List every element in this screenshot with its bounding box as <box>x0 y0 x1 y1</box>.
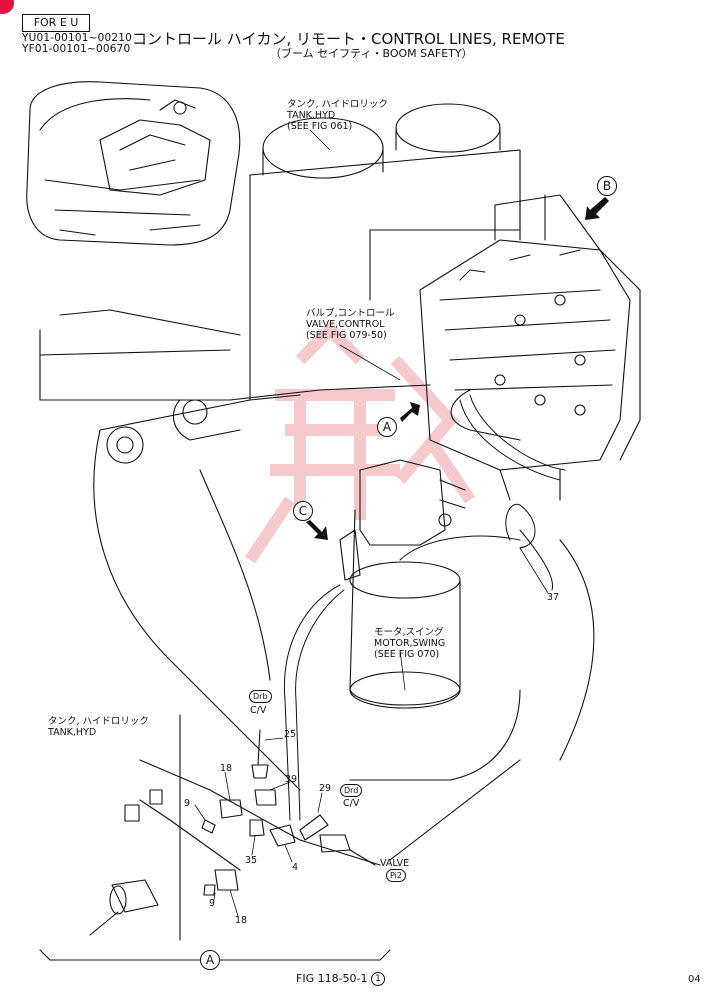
callout-line: (SEE FIG 061) <box>287 121 353 132</box>
callout-line: モータ,スイング <box>374 627 444 638</box>
part-number-25: 25 <box>284 729 297 740</box>
part-number-29: 29 <box>319 783 332 794</box>
callout-line: (SEE FIG 070) <box>374 649 440 660</box>
port-tag-drb: Drb <box>249 690 272 703</box>
callout-tank-hyd-detail: タンク, ハイドロリック TANK,HYD <box>48 716 149 738</box>
view-marker-a: A <box>377 417 397 437</box>
swing-motor-assembly <box>339 459 466 709</box>
part-number-9-top: 9 <box>184 798 191 809</box>
sheet-mark: 1 <box>371 972 386 986</box>
arrow-a-icon <box>400 402 420 422</box>
part-number-9-bottom: 9 <box>209 898 216 909</box>
arrow-c-icon <box>306 520 328 540</box>
part-number-39: 39 <box>285 774 298 785</box>
port-tag-drd: Drd <box>340 784 363 797</box>
control-valve-assembly <box>419 194 641 501</box>
hydraulic-tank-outline <box>249 103 521 401</box>
page-subtitle: （ブーム セイフティ・BOOM SAFETY） <box>270 47 473 60</box>
arrow-b-icon <box>585 197 609 220</box>
part-number-18-top: 18 <box>220 763 233 774</box>
cv-label-lower: C/V <box>343 798 360 809</box>
part-number-35: 35 <box>245 855 258 866</box>
callout-line: タンク, ハイドロリック <box>48 716 149 727</box>
detail-a-hose-assembly <box>39 714 391 961</box>
machine-overview-inset <box>26 81 241 246</box>
pilot-hose-lines <box>283 394 566 821</box>
market-label-box: FOR E U <box>22 14 90 32</box>
detail-marker-a: A <box>200 950 220 970</box>
part-number-18-bottom: 18 <box>235 915 248 926</box>
callout-line: タンク, ハイドロリック <box>287 99 388 110</box>
part-number-37: 37 <box>547 592 560 603</box>
market-label: FOR E U <box>33 16 79 29</box>
port-tag-pi2: Pi2 <box>386 869 406 882</box>
callout-line: TANK,HYD <box>287 110 336 121</box>
callout-leader-lines <box>194 129 549 917</box>
boom-frame-outline <box>39 309 595 861</box>
page-title: コントロール ハイカン, リモート・CONTROL LINES, REMOTE <box>132 30 565 48</box>
part-number-4: 4 <box>292 862 299 873</box>
view-marker-c: C <box>293 501 313 521</box>
view-direction-arrows <box>306 197 609 540</box>
serial-range-1: YU01-00101~00210 <box>22 32 133 44</box>
figure-code: FIG 118-50-1 <box>296 972 368 985</box>
callout-line: バルブ,コントロール <box>306 308 395 319</box>
callout-tank-hyd-top: タンク, ハイドロリック TANK,HYD (SEE FIG 061) <box>287 99 388 132</box>
callout-line: MOTOR,SWING <box>374 638 446 649</box>
callout-line: VALVE,CONTROL <box>306 319 385 330</box>
callout-line: TANK,HYD <box>48 727 97 738</box>
figure-number: FIG 118-50-1 1 <box>296 972 386 986</box>
callout-line: (SEE FIG 079-50) <box>306 330 387 341</box>
valve-label: VALVE <box>380 858 410 869</box>
page-number: 04 <box>688 974 701 985</box>
corner-tab-mark <box>0 0 14 14</box>
callout-valve-control: バルブ,コントロール VALVE,CONTROL (SEE FIG 079-50… <box>306 308 395 341</box>
view-marker-b: B <box>597 176 617 196</box>
callout-motor-swing: モータ,スイング MOTOR,SWING (SEE FIG 070) <box>374 627 445 660</box>
cv-label-upper: C/V <box>250 705 267 716</box>
serial-range-2: YF01-00101~00670 <box>22 43 131 55</box>
watermark-logo <box>245 321 475 564</box>
